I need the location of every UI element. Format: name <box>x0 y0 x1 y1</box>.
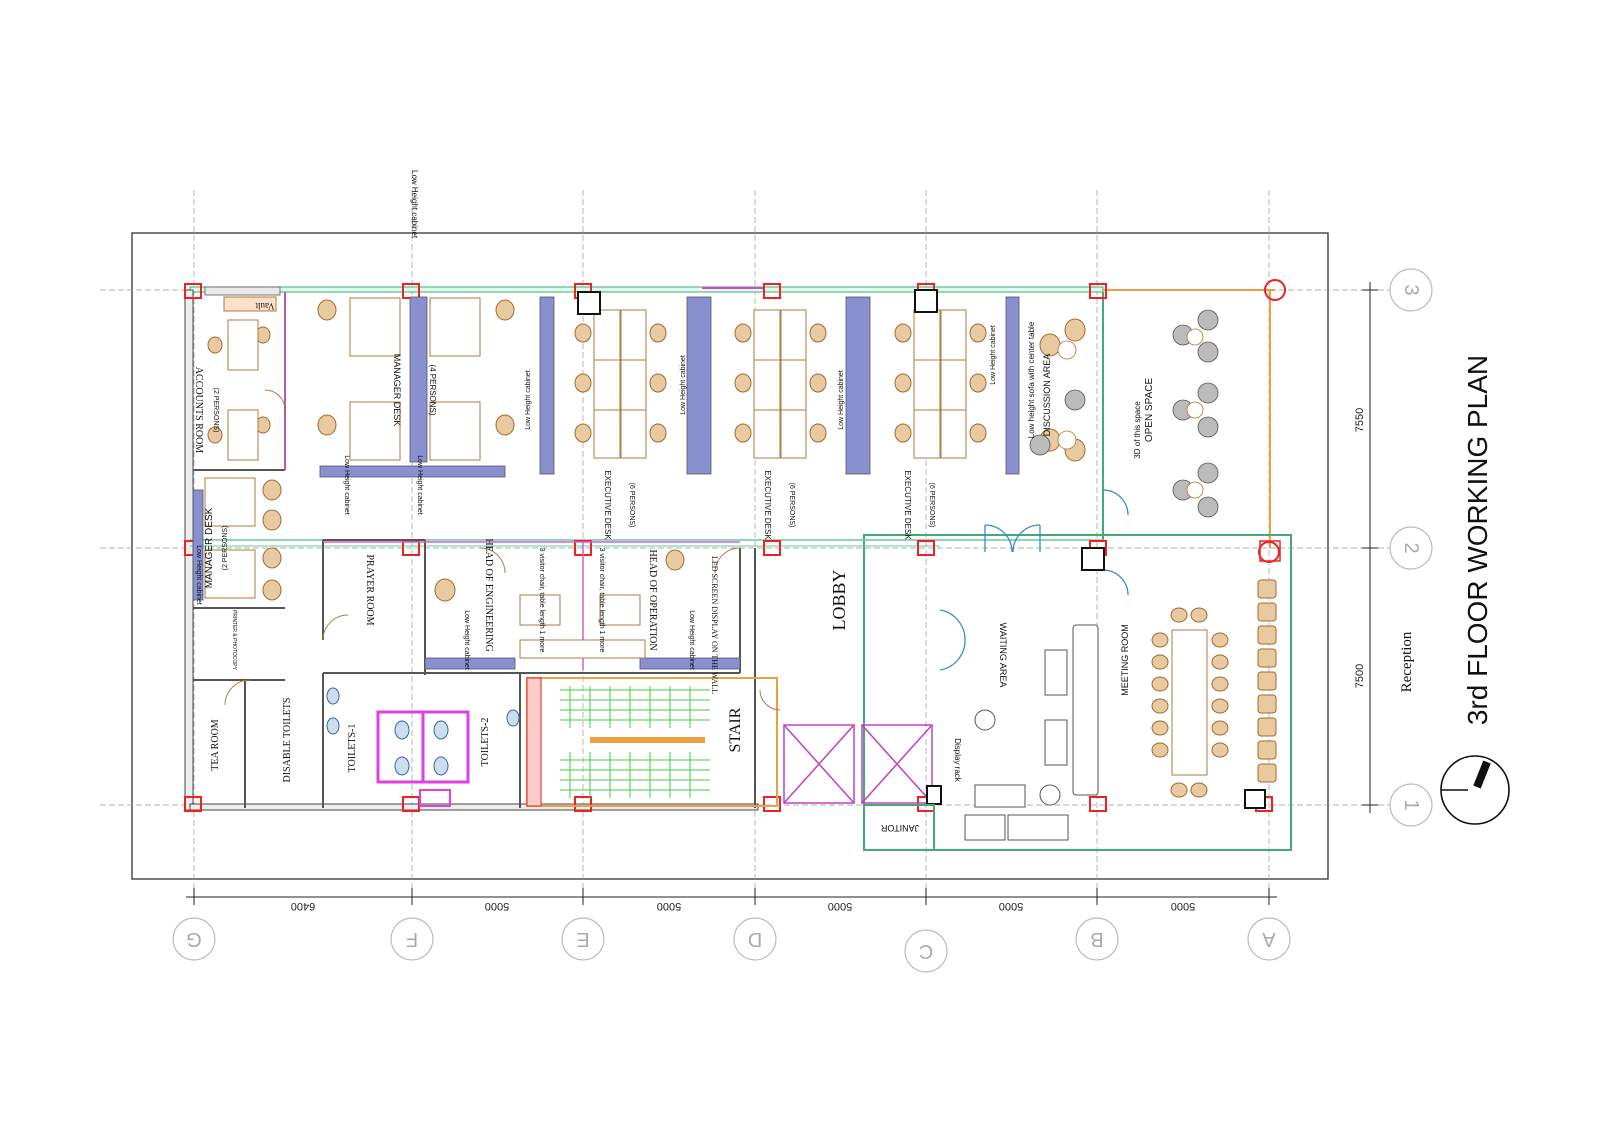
grid-label-f: F <box>406 928 418 950</box>
toilet-fixtures <box>376 710 470 807</box>
label-low-cab-2: Low Height cabinet <box>680 355 687 415</box>
label-waiting-area: WAITING AREA <box>998 623 1008 688</box>
low-height-cabinets <box>192 296 1020 670</box>
right-dimension-line <box>1362 282 1378 813</box>
washbasins <box>326 687 520 776</box>
label-exec-desk-1: EXECUTIVE DESK <box>603 470 612 540</box>
label-accounts-room: ACCOUNTS ROOM <box>193 367 204 454</box>
label-disable-toilets: DISABLE TOILETS <box>282 698 293 783</box>
label-low-cab-6: Low Height cabinet <box>416 455 423 515</box>
label-low-sofa: Low height sofa with center table <box>1027 321 1036 438</box>
label-manager-desk-small-persons: (2 PERSONS) <box>222 526 229 571</box>
label-low-cab-9: Low Height cabinet <box>195 545 202 605</box>
grid-bubbles-letters <box>172 917 1291 973</box>
label-low-cab-4: Low Height cabinet <box>990 325 997 385</box>
meeting-table <box>1151 579 1277 798</box>
label-discussion: DISCUSSION AREA <box>1042 354 1052 437</box>
label-exec-desk-3: EXECUTIVE DESK <box>903 470 912 540</box>
grid-label-1: 1 <box>1400 799 1422 810</box>
label-low-cab-8: Low Height cabinet <box>688 610 695 670</box>
label-manager-desk-small: MANAGER DESK <box>204 507 215 588</box>
office-desks <box>204 297 646 659</box>
label-led-screen: LED SCREEN DISPLAY ON THE WALL <box>710 556 719 694</box>
open-space-seats <box>1029 309 1219 518</box>
dim-7500: 7500 <box>1354 664 1366 688</box>
label-stair: STAIR <box>727 707 744 752</box>
bottom-dimension-line <box>186 888 1277 905</box>
label-vault: Vault <box>255 301 274 311</box>
label-open-space: OPEN SPACE <box>1144 378 1155 443</box>
label-manager-persons: (4 PERSONS) <box>428 364 437 415</box>
stair <box>526 677 778 807</box>
grid-label-b: B <box>1090 928 1103 950</box>
label-open-space-note: 3D of this space <box>1133 401 1142 459</box>
open-space-tables <box>1057 328 1204 499</box>
label-display-rack: Display rack <box>953 738 962 783</box>
grid-label-3: 3 <box>1400 284 1422 295</box>
north-arrow-icon <box>1440 755 1510 825</box>
grid-bubbles-numbers <box>1389 268 1433 827</box>
grid-lines <box>100 190 1390 905</box>
label-visitor-2: 3 visitor chair, table length 1 more <box>598 548 605 653</box>
label-printer: PRINTER & PHOTOCOPY <box>231 610 237 671</box>
label-exec-desk-1-persons: (6 PERSONS) <box>628 483 635 528</box>
label-lobby: LOBBY <box>829 569 849 630</box>
reception-label: Reception <box>1399 631 1415 692</box>
label-low-cab-3: Low Height cabinet <box>838 370 845 430</box>
label-prayer-room: PRAYER ROOM <box>364 554 375 625</box>
label-low-cab-7: Low Height cabinet <box>463 610 470 670</box>
dim-7550: 7550 <box>1354 408 1366 432</box>
label-accounts-persons: (2 PERSONS) <box>212 388 219 433</box>
label-janitor: JANITOR <box>880 823 919 833</box>
label-exec-desk-2-persons: (6 PERSONS) <box>788 483 795 528</box>
label-low-cab-1: Low Height cabinet <box>525 370 532 430</box>
dim-6400: 6400 <box>291 900 315 912</box>
corner-columns <box>577 289 1266 809</box>
building-walls <box>184 279 1292 851</box>
dim-5000-c: 5000 <box>828 900 852 912</box>
dim-5000-a: 5000 <box>485 900 509 912</box>
label-toilets-2: TOILETS-2 <box>480 718 491 767</box>
label-manager-desk: MANAGER DESK <box>392 354 402 427</box>
waiting-sofas <box>964 624 1099 841</box>
label-toilets-1: TOILETS-1 <box>347 724 358 773</box>
grid-label-c: C <box>919 940 933 962</box>
grid-label-d: D <box>748 928 762 950</box>
lifts <box>783 724 933 804</box>
label-exec-desk-3-persons: (6 PERSONS) <box>928 483 935 528</box>
label-low-cab-5: Low Height cabinet <box>343 455 350 515</box>
label-exec-desk-2: EXECUTIVE DESK <box>763 470 772 540</box>
label-head-operation: HEAD OF OPERATION <box>647 549 658 650</box>
grid-label-e: E <box>576 928 589 950</box>
label-head-engineering: HEAD OF ENGINEERING <box>483 538 494 651</box>
wood-doors <box>224 389 781 711</box>
dim-5000-d: 5000 <box>999 900 1023 912</box>
vault-strip <box>204 286 281 296</box>
plan-title: 3rd FLOOR WORKING PLAN <box>1462 355 1493 725</box>
vault-block <box>223 296 277 312</box>
label-tea-room: TEA ROOM <box>210 719 221 771</box>
janitor-block <box>863 804 935 851</box>
executive-desks <box>593 309 967 459</box>
grid-label-g: G <box>186 928 202 950</box>
dim-5000-e: 5000 <box>1171 900 1195 912</box>
label-visitor-1: 3 visitor chair, table length 1 more <box>538 548 545 653</box>
grid-label-a: A <box>1262 928 1276 950</box>
dim-5000-b: 5000 <box>657 900 681 912</box>
label-meeting-room: MEETING ROOM <box>1120 624 1130 696</box>
top-note: Low Height cabinet <box>410 170 419 239</box>
doors <box>939 489 1129 671</box>
grid-label-2: 2 <box>1400 542 1422 553</box>
sheet-border <box>131 232 1329 880</box>
